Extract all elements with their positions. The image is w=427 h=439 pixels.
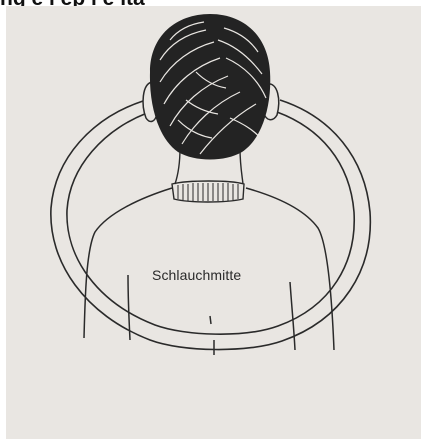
- center-mark: [210, 316, 211, 324]
- right-arm-seam: [290, 282, 295, 350]
- collar: [172, 181, 244, 202]
- right-shoulder: [246, 188, 334, 350]
- tube-center-label: Schlauchmitte: [152, 267, 241, 283]
- left-shoulder: [84, 188, 172, 338]
- hair: [150, 14, 270, 160]
